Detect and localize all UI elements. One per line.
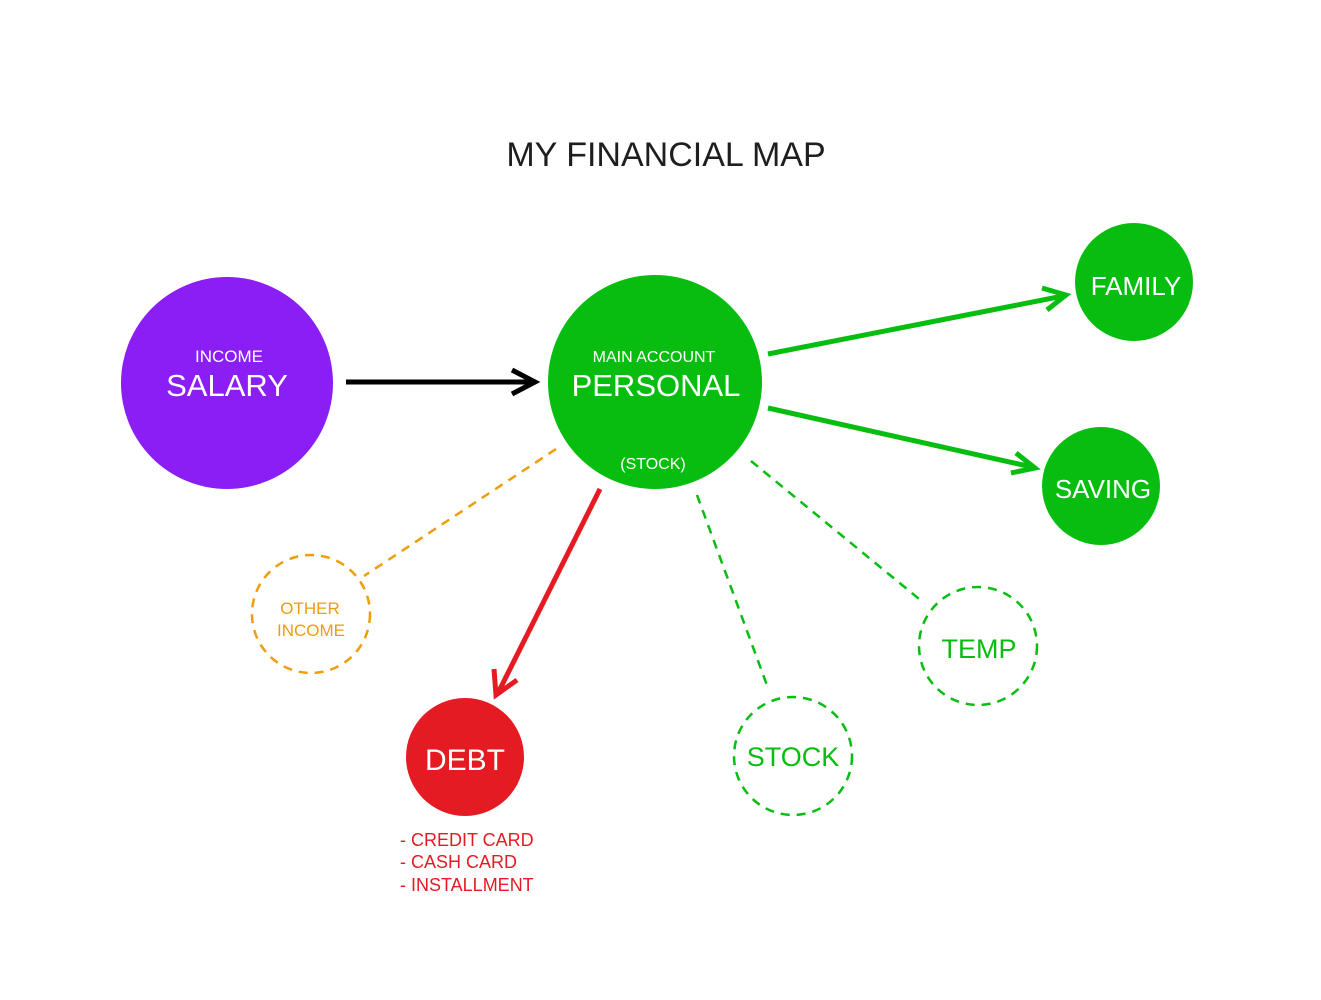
node-stock: STOCK [732, 695, 854, 817]
edge-personal-to-temp [750, 460, 925, 604]
node-saving-label: SAVING [1055, 474, 1151, 504]
node-salary: INCOME SALARY [121, 277, 333, 489]
node-family-label: FAMILY [1091, 271, 1182, 301]
node-family: FAMILY [1075, 223, 1193, 341]
edge-personal-to-family [767, 285, 1072, 357]
node-saving: SAVING [1042, 427, 1160, 545]
node-debt: DEBT [406, 698, 524, 816]
node-debt-label: DEBT [425, 744, 505, 777]
node-temp: TEMP [917, 585, 1039, 707]
edge-salary-to-personal [346, 367, 541, 397]
debt-item: - CREDIT CARD [400, 830, 534, 850]
debt-items-list: - CREDIT CARD - CASH CARD - INSTALLMENT [400, 830, 534, 895]
edge-personal-to-other-income [363, 447, 557, 578]
node-salary-label: SALARY [166, 368, 288, 403]
edge-personal-to-stock [695, 494, 770, 689]
node-salary-small-label: INCOME [195, 347, 263, 366]
node-other-income: OTHER INCOME [250, 553, 372, 675]
node-temp-label: TEMP [941, 634, 1016, 664]
node-personal: MAIN ACCOUNT PERSONAL (STOCK) [548, 275, 762, 489]
edge-personal-to-saving [767, 405, 1041, 476]
node-personal-small-label: MAIN ACCOUNT [593, 349, 716, 366]
node-other-income-label-line1: OTHER [280, 599, 340, 618]
diagram-title: MY FINANCIAL MAP [506, 136, 825, 174]
node-personal-label: PERSONAL [572, 368, 741, 403]
node-personal-sub-label: (STOCK) [620, 456, 685, 473]
node-other-income-label-line2: INCOME [277, 621, 345, 640]
node-stock-label: STOCK [747, 742, 840, 772]
edge-personal-to-debt [491, 487, 603, 700]
debt-item: - CASH CARD [400, 852, 517, 872]
debt-item: - INSTALLMENT [400, 875, 534, 895]
